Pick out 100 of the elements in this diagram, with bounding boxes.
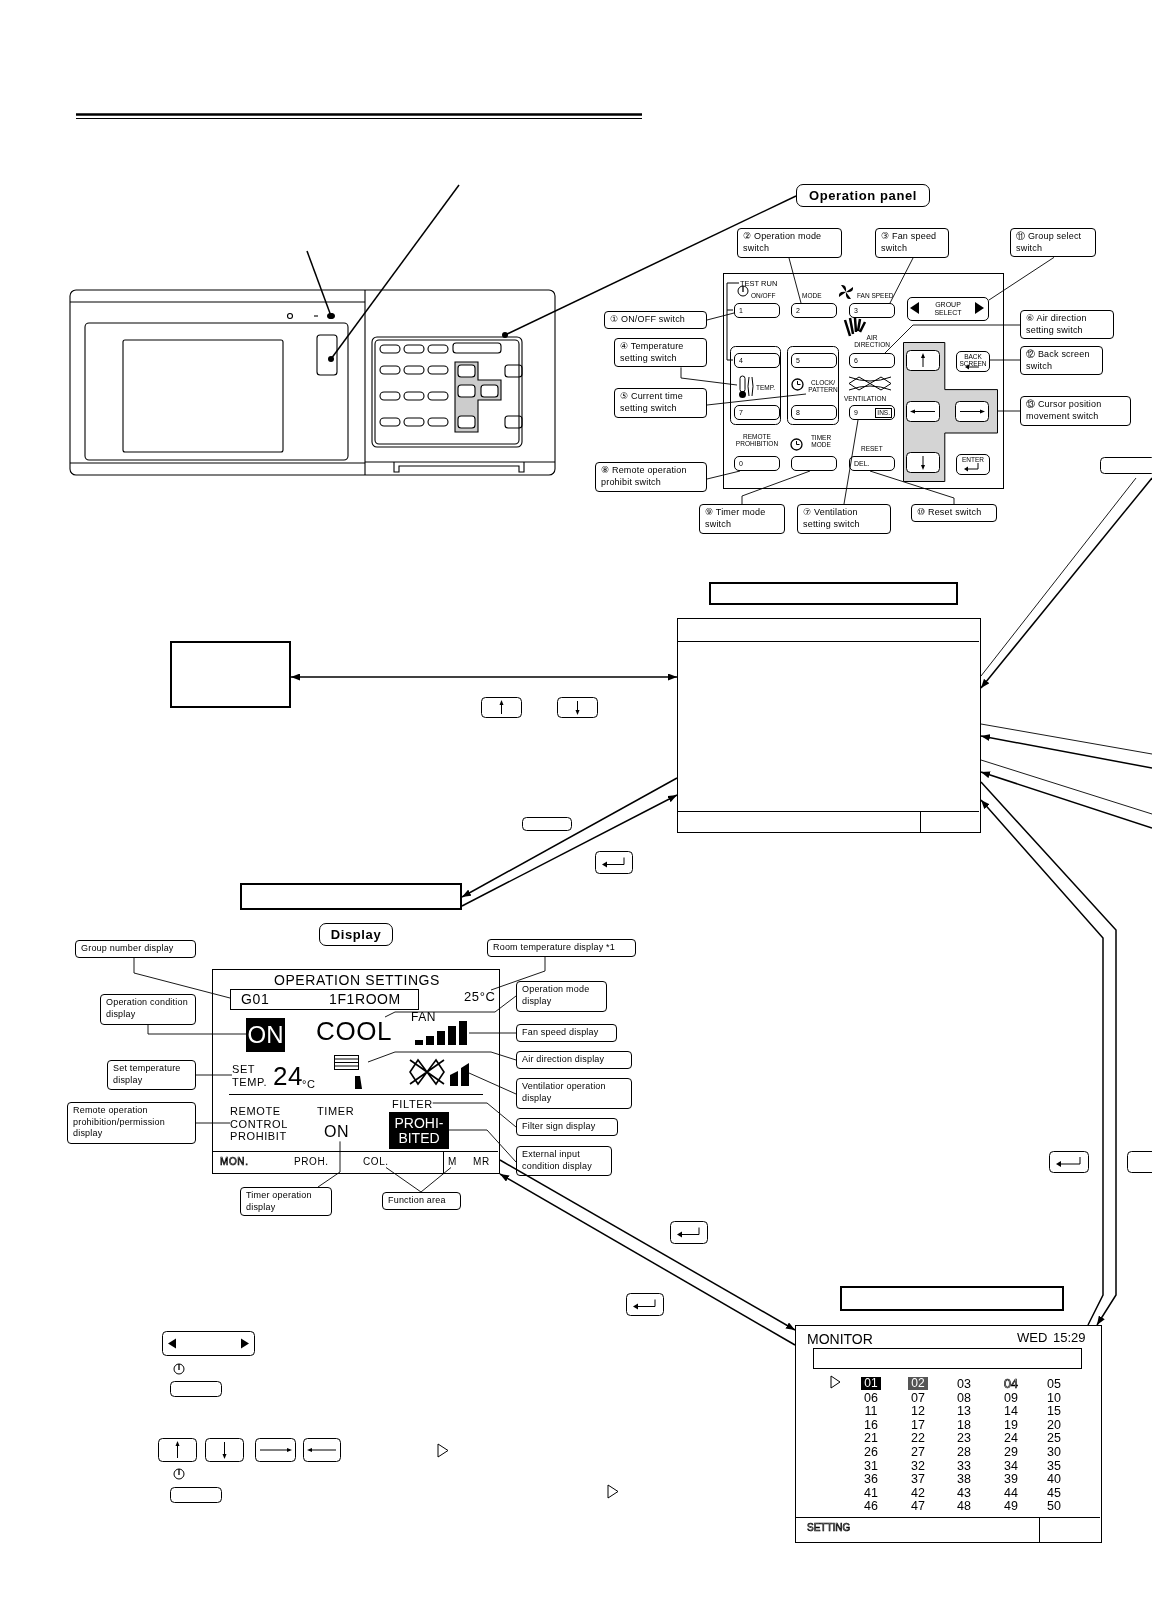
leader-line xyxy=(367,1051,517,1063)
group-number: 39 xyxy=(1003,1472,1019,1487)
leader-line xyxy=(384,995,517,1018)
callout: ③ Fan speed switch xyxy=(875,228,949,258)
leader-line xyxy=(884,324,1021,354)
panel-label: Operation panel xyxy=(796,184,930,207)
leader-line xyxy=(306,250,334,319)
leader-line xyxy=(490,956,546,991)
callout: ⑦ Ventilation setting switch xyxy=(797,504,891,534)
leader-line xyxy=(680,366,738,386)
group-number: 09 xyxy=(1003,1390,1019,1405)
leader-line xyxy=(195,1122,231,1124)
callout: ④ Temperature setting switch xyxy=(614,338,707,368)
group-number: 07 xyxy=(910,1390,926,1405)
screen-text: OPERATION SETTINGS xyxy=(272,972,442,989)
group-number: 20 xyxy=(1046,1417,1062,1433)
screen-text: 25°C xyxy=(464,990,496,1005)
callout: ⑬ Cursor position movement switch xyxy=(1020,396,1131,426)
screen-text: TIMER xyxy=(317,1105,355,1118)
group-number: 10 xyxy=(1046,1390,1062,1405)
group-number: 50 xyxy=(1046,1499,1062,1514)
callout: Ventilatior operation display xyxy=(516,1078,632,1109)
screen-text: M xyxy=(448,1156,457,1168)
group-number: 21 xyxy=(863,1431,879,1446)
group-number: 43 xyxy=(956,1485,972,1501)
group-number: 30 xyxy=(1046,1445,1062,1460)
leader-line xyxy=(741,470,811,505)
screen-text: MON. xyxy=(220,1156,249,1168)
callout: Function area xyxy=(382,1192,461,1210)
group-number: 36 xyxy=(863,1472,879,1487)
group-number: 28 xyxy=(956,1445,972,1460)
leader-line xyxy=(468,1032,517,1034)
lcd-screen xyxy=(212,969,500,1174)
screen-text: MR xyxy=(473,1156,490,1168)
thermometer-icon xyxy=(737,375,755,399)
screen-text: PROH. xyxy=(294,1156,329,1168)
leader-line xyxy=(706,470,741,480)
leader-line xyxy=(147,1024,247,1035)
leader-line xyxy=(468,1072,517,1095)
leader-line xyxy=(988,256,1055,301)
leader-line xyxy=(788,257,802,304)
leader-line xyxy=(420,1167,452,1193)
leader-line xyxy=(889,257,914,304)
panel-label: Display xyxy=(319,923,393,946)
arrow xyxy=(290,673,678,681)
ventilation-level-icon xyxy=(409,1058,469,1087)
status-indicator: ON xyxy=(246,1018,285,1052)
lcd-screen xyxy=(795,1325,1102,1543)
arrow xyxy=(980,734,1152,769)
callout: Room temperature display *1 xyxy=(487,939,636,957)
connector-line xyxy=(980,723,1152,755)
group-number: 49 xyxy=(1003,1499,1019,1514)
group-number: 34 xyxy=(1003,1458,1019,1473)
leader-line xyxy=(195,1074,233,1076)
screen-text: 15:29 xyxy=(1053,1331,1086,1346)
group-number: 12 xyxy=(910,1404,926,1419)
empty-frame xyxy=(170,641,291,708)
group-number: 44 xyxy=(1003,1485,1019,1501)
group-number: 01 xyxy=(861,1376,881,1390)
group-number: 15 xyxy=(1046,1404,1062,1419)
group-number: 23 xyxy=(956,1431,972,1446)
group-number: 40 xyxy=(1046,1472,1062,1487)
leader-line xyxy=(133,957,231,999)
callout: ⑫ Back screen switch xyxy=(1020,346,1103,376)
empty-frame xyxy=(240,883,462,910)
callout: Operation mode display xyxy=(516,981,607,1012)
callout: ① ON/OFF switch xyxy=(604,311,707,329)
group-number: 46 xyxy=(863,1499,879,1514)
group-number: 24 xyxy=(1003,1431,1019,1446)
callout: Group number display xyxy=(75,940,196,958)
leader-line xyxy=(328,184,460,362)
group-number: 27 xyxy=(910,1445,926,1460)
lcd-screen xyxy=(677,618,981,833)
empty-frame xyxy=(709,582,958,605)
screen-text: SET TEMP. xyxy=(232,1063,272,1089)
empty-frame xyxy=(840,1286,1064,1311)
callout: Operation condition display xyxy=(100,994,196,1025)
leader-line xyxy=(843,419,859,505)
callout: ② Operation mode switch xyxy=(737,228,842,258)
arrow xyxy=(499,1159,796,1331)
screen-text: COL. xyxy=(363,1156,389,1168)
group-number: 11 xyxy=(863,1404,879,1419)
group-number: 22 xyxy=(910,1431,926,1446)
callout: Filter sign display xyxy=(516,1118,618,1136)
callout: External input condition display xyxy=(516,1146,612,1176)
group-number: 35 xyxy=(1046,1458,1062,1473)
screen-text: SETTING xyxy=(807,1522,851,1534)
group-number: 08 xyxy=(956,1390,972,1405)
group-number: 04 xyxy=(1003,1377,1019,1392)
group-number: 33 xyxy=(956,1458,972,1473)
callout: ⑧ Remote operation prohibit switch xyxy=(595,462,707,492)
group-number: 02 xyxy=(908,1376,928,1390)
screen-text: WED xyxy=(1017,1331,1048,1346)
group-number: 18 xyxy=(956,1417,972,1433)
leader-line xyxy=(869,470,955,505)
group-number: 32 xyxy=(910,1458,926,1473)
screen-text: MONITOR xyxy=(807,1331,873,1348)
group-number: 13 xyxy=(956,1404,972,1419)
leader-line xyxy=(502,195,797,338)
group-number: 47 xyxy=(910,1499,926,1514)
